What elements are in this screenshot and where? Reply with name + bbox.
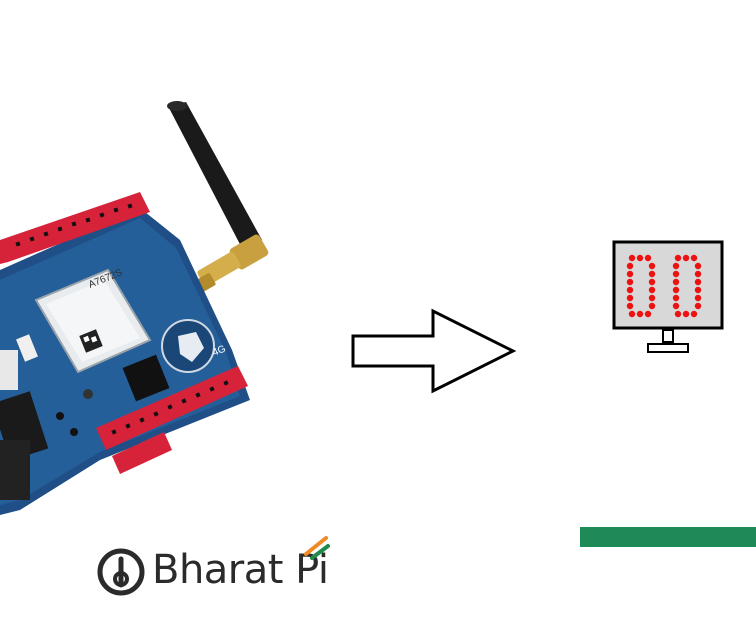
board-badge: 4G — [211, 344, 228, 359]
logo-mark-icon — [97, 548, 145, 596]
logo-text: Bharat Pi — [152, 547, 329, 593]
header-strip-bottom — [96, 366, 248, 474]
monitor-icon — [612, 240, 724, 353]
bharat-pi-logo: Bharat Pi — [96, 534, 336, 606]
header-strip-top — [0, 192, 150, 264]
tricolor-flag-icon — [304, 536, 330, 560]
antenna-icon — [167, 101, 269, 293]
modem-chip: A7672S — [34, 267, 152, 374]
led-digits — [626, 254, 702, 318]
green-bar — [580, 527, 756, 547]
board-image: A7672S 4G — [0, 101, 269, 515]
right-arrow-icon — [351, 308, 517, 394]
